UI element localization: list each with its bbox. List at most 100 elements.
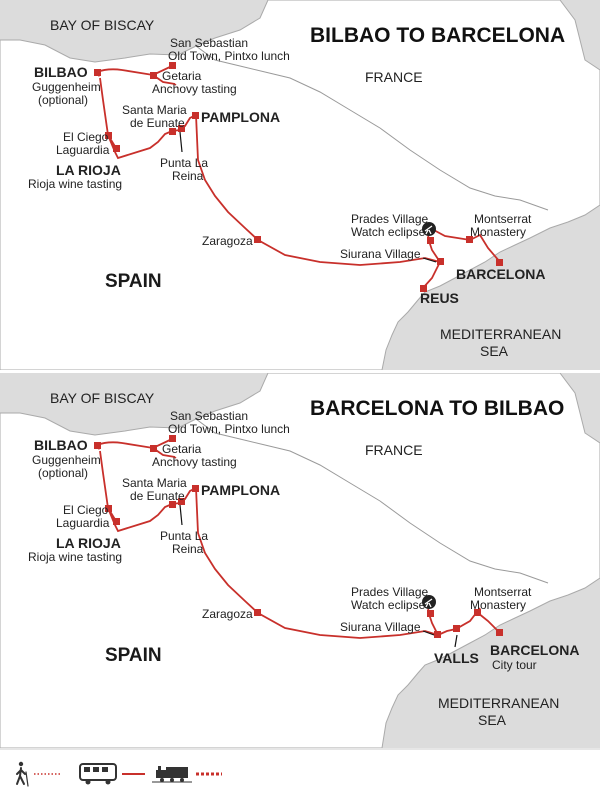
stop-prades[interactable] <box>427 610 434 617</box>
country-label-france: FRANCE <box>365 442 423 458</box>
pointer-line <box>179 131 183 153</box>
city-pamplona: PAMPLONA <box>201 482 280 498</box>
montserrat-note: Monastery <box>470 225 526 239</box>
prades-label: Prades Village <box>351 585 428 599</box>
stop-santa-maria[interactable] <box>178 125 185 132</box>
sea-label-line1: MEDITERRANEAN <box>438 695 559 711</box>
punta-la-reina-label-1: Punta La <box>160 156 208 170</box>
san-sebastian-note: Old Town, Pintxo lunch <box>168 49 290 63</box>
city-bilbao: BILBAO <box>34 64 88 80</box>
stop-zaragoza[interactable] <box>254 236 261 243</box>
bilbao-note-2: (optional) <box>38 93 88 107</box>
la-rioja-note: Rioja wine tasting <box>28 550 122 564</box>
san-sebastian-label: San Sebastian <box>170 36 248 50</box>
stop-el-ciego[interactable] <box>105 505 112 512</box>
stop-montserrat[interactable] <box>466 236 473 243</box>
city-bilbao: BILBAO <box>34 437 88 453</box>
san-sebastian-label: San Sebastian <box>170 409 248 423</box>
stop-bilbao[interactable] <box>94 69 101 76</box>
bilbao-note-2: (optional) <box>38 466 88 480</box>
montserrat-label: Montserrat <box>474 585 532 599</box>
getaria-note: Anchovy tasting <box>152 82 237 96</box>
bay-label: BAY OF BISCAY <box>50 17 155 33</box>
prades-label: Prades Village <box>351 212 428 226</box>
santa-maria-label-2: de Eunate <box>130 116 185 130</box>
stop-santa-maria[interactable] <box>178 498 185 505</box>
train-icon <box>152 766 192 783</box>
getaria-label: Getaria <box>162 442 202 456</box>
stop-markers <box>94 435 503 638</box>
stop-montserrat[interactable] <box>474 609 481 616</box>
siurana-label: Siurana Village <box>340 247 421 261</box>
map-barcelona-to-bilbao: BARCELONA TO BILBAO BAY OF BISCAY FRANCE… <box>0 373 600 748</box>
stop-siurana[interactable] <box>437 258 444 265</box>
map-divider <box>0 370 600 373</box>
stop-getaria[interactable] <box>150 445 157 452</box>
city-reus: REUS <box>420 290 459 306</box>
stop-siurana[interactable] <box>434 631 441 638</box>
stop-la-rioja[interactable] <box>113 518 120 525</box>
bilbao-note-1: Guggenheim <box>32 80 101 94</box>
stop-punta-la-reina[interactable] <box>169 128 176 135</box>
bay-label: BAY OF BISCAY <box>50 390 155 406</box>
laguardia-label: Laguardia <box>56 516 110 530</box>
punta-la-reina-label-1: Punta La <box>160 529 208 543</box>
stop-pamplona[interactable] <box>192 485 199 492</box>
stop-prades[interactable] <box>427 237 434 244</box>
stop-punta-la-reina[interactable] <box>169 501 176 508</box>
pointer-line <box>422 630 435 636</box>
map-canvas: BARCELONA TO BILBAO BAY OF BISCAY FRANCE… <box>0 373 600 748</box>
legend-canvas <box>0 748 600 787</box>
stop-san-sebastian[interactable] <box>169 435 176 442</box>
stop-barcelona[interactable] <box>496 259 503 266</box>
city-valls: VALLS <box>434 650 479 666</box>
map-title: BILBAO TO BARCELONA <box>310 24 565 47</box>
montserrat-label: Montserrat <box>474 212 532 226</box>
stop-reus[interactable] <box>420 285 427 292</box>
country-label-france: FRANCE <box>365 69 423 85</box>
stop-barcelona[interactable] <box>496 629 503 636</box>
region-la-rioja: LA RIOJA <box>56 162 121 178</box>
stop-el-ciego[interactable] <box>105 132 112 139</box>
zaragoza-label: Zaragoza <box>202 607 253 621</box>
bus-icon <box>79 763 117 785</box>
stop-getaria[interactable] <box>150 72 157 79</box>
stop-valls[interactable] <box>453 625 460 632</box>
zaragoza-label: Zaragoza <box>202 234 253 248</box>
sea-label-line1: MEDITERRANEAN <box>440 326 561 342</box>
country-label-spain: SPAIN <box>105 271 162 292</box>
city-barcelona: BARCELONA <box>456 266 545 282</box>
laguardia-label: Laguardia <box>56 143 110 157</box>
punta-la-reina-label-2: Reina <box>172 169 204 183</box>
map-title: BARCELONA TO BILBAO <box>310 397 564 420</box>
stop-markers <box>94 62 503 292</box>
barcelona-note: City tour <box>492 658 537 672</box>
montserrat-note: Monastery <box>470 598 526 612</box>
border-line <box>195 418 549 584</box>
border-line <box>195 45 549 211</box>
getaria-note: Anchovy tasting <box>152 455 237 469</box>
stop-la-rioja[interactable] <box>113 145 120 152</box>
getaria-label: Getaria <box>162 69 202 83</box>
pointer-line <box>454 634 458 648</box>
prades-note: Watch eclipse <box>351 598 426 612</box>
san-sebastian-note: Old Town, Pintxo lunch <box>168 422 290 436</box>
punta-la-reina-label-2: Reina <box>172 542 204 556</box>
prades-note: Watch eclipse <box>351 225 426 239</box>
city-barcelona: BARCELONA <box>490 642 579 658</box>
pointer-line <box>422 257 437 263</box>
land-mass <box>0 373 600 748</box>
city-pamplona: PAMPLONA <box>201 109 280 125</box>
hiker-icon <box>16 761 29 787</box>
stop-san-sebastian[interactable] <box>169 62 176 69</box>
telescope-icon <box>422 222 436 236</box>
la-rioja-note: Rioja wine tasting <box>28 177 122 191</box>
santa-maria-label-1: Santa Maria <box>122 103 187 117</box>
bilbao-note-1: Guggenheim <box>32 453 101 467</box>
santa-maria-label-2: de Eunate <box>130 489 185 503</box>
stop-bilbao[interactable] <box>94 442 101 449</box>
stop-pamplona[interactable] <box>192 112 199 119</box>
pointer-line <box>179 504 183 526</box>
siurana-label: Siurana Village <box>340 620 421 634</box>
stop-zaragoza[interactable] <box>254 609 261 616</box>
